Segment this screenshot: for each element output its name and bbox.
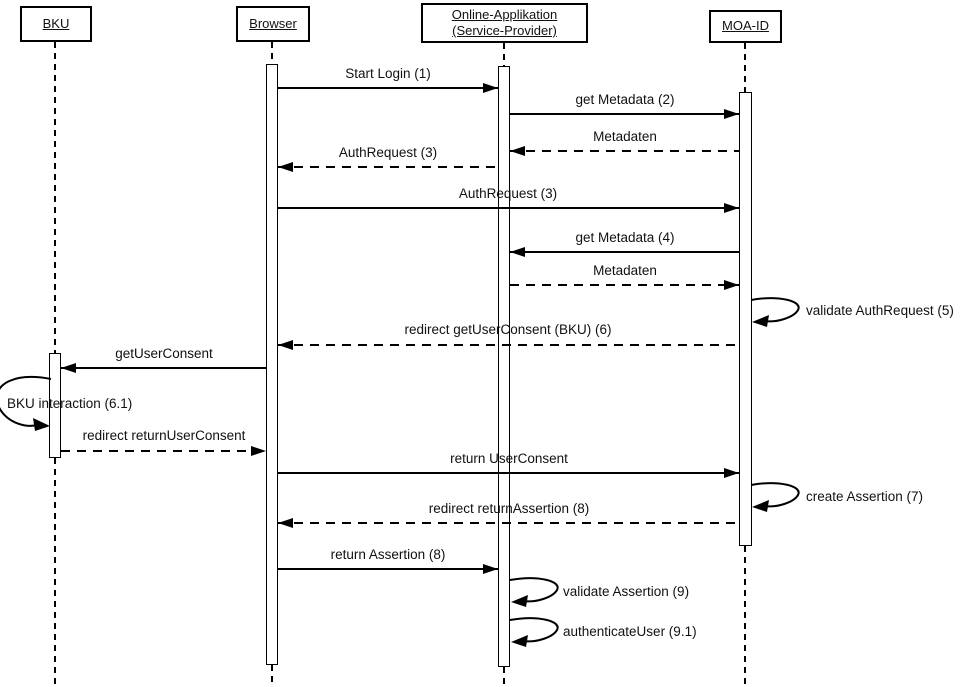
message-label-redirect-returnassertion: redirect returnAssertion (8) xyxy=(428,501,590,516)
message-label-getuserconsent: getUserConsent xyxy=(115,346,213,361)
self-loop-icon xyxy=(509,617,559,647)
message-label-bku-interaction: BKU interaction (6.1) xyxy=(7,396,133,411)
lifeline-browser xyxy=(271,665,273,687)
message-line xyxy=(278,344,739,346)
lifeline-bku xyxy=(54,458,56,687)
activation-bar-moa-id xyxy=(739,92,752,546)
lifeline-moa-id xyxy=(744,43,746,92)
arrowhead-right-icon xyxy=(724,468,739,478)
activation-bar-service-provider xyxy=(498,66,510,667)
message-label-redirect-returnuserconsent: redirect returnUserConsent xyxy=(82,428,246,443)
lifeline-service-provider xyxy=(503,43,505,67)
lifeline-browser xyxy=(271,42,273,65)
self-loop-icon xyxy=(509,577,559,607)
message-label-create-assertion: create Assertion (7) xyxy=(806,489,924,504)
message-label-metadaten-1: Metadaten xyxy=(593,129,657,144)
arrowhead-right-icon xyxy=(483,564,498,574)
activation-bar-bku xyxy=(49,353,61,458)
participant-moa-id-label: MOA-ID xyxy=(722,18,769,34)
arrowhead-left-icon xyxy=(61,363,76,373)
message-label-authenticateuser: authenticateUser (9.1) xyxy=(563,624,697,639)
self-loop-icon xyxy=(750,297,800,327)
message-label-return-userconsent: return UserConsent xyxy=(450,451,568,466)
arrowhead-right-icon xyxy=(724,203,739,213)
self-loop-icon xyxy=(750,482,800,512)
arrowhead-left-icon xyxy=(510,146,525,156)
participant-service-provider: Online-Applikation (Service-Provider) xyxy=(421,3,588,43)
message-label-start-login: Start Login (1) xyxy=(345,66,431,81)
message-line xyxy=(510,284,739,286)
message-label-redirect-getuserconsent: redirect getUserConsent (BKU) (6) xyxy=(404,322,612,337)
arrowhead-right-icon xyxy=(483,83,498,93)
message-line xyxy=(278,207,739,209)
message-line xyxy=(278,166,498,168)
participant-browser-label: Browser xyxy=(249,15,297,31)
message-label-return-assertion: return Assertion (8) xyxy=(330,547,446,562)
arrowhead-right-icon xyxy=(724,280,739,290)
message-line xyxy=(510,113,739,115)
message-line xyxy=(278,522,739,524)
arrowhead-left-icon xyxy=(510,247,525,257)
message-line xyxy=(510,251,739,253)
lifeline-moa-id xyxy=(744,546,746,687)
arrowhead-left-icon xyxy=(278,340,293,350)
message-label-authrequest-3b: AuthRequest (3) xyxy=(458,186,558,201)
arrowhead-left-icon xyxy=(278,162,293,172)
message-label-get-metadata-4: get Metadata (4) xyxy=(575,230,675,245)
message-line xyxy=(61,450,266,452)
message-label-validate-assertion: validate Assertion (9) xyxy=(563,584,690,599)
message-label-metadaten-2: Metadaten xyxy=(593,263,657,278)
participant-browser: Browser xyxy=(236,6,310,42)
message-label-get-metadata-2: get Metadata (2) xyxy=(575,92,675,107)
arrowhead-left-icon xyxy=(278,518,293,528)
message-label-validate-authrequest: validate AuthRequest (5) xyxy=(806,303,954,318)
lifeline-service-provider xyxy=(503,667,505,687)
lifeline-bku xyxy=(54,42,56,354)
activation-bar-browser xyxy=(266,64,278,665)
participant-bku-label: BKU xyxy=(42,15,70,31)
message-line xyxy=(278,87,498,89)
arrowhead-right-icon xyxy=(724,109,739,119)
message-label-authrequest-3a: AuthRequest (3) xyxy=(338,145,438,160)
arrowhead-right-icon xyxy=(251,446,266,456)
participant-service-provider-label: Online-Applikation (Service-Provider) xyxy=(451,6,558,38)
participant-bku: BKU xyxy=(20,6,92,42)
message-line xyxy=(278,568,498,570)
participant-moa-id: MOA-ID xyxy=(709,10,782,43)
self-loop-icon xyxy=(0,375,52,431)
message-line xyxy=(510,150,739,152)
message-line xyxy=(278,472,739,474)
message-line xyxy=(61,367,266,369)
